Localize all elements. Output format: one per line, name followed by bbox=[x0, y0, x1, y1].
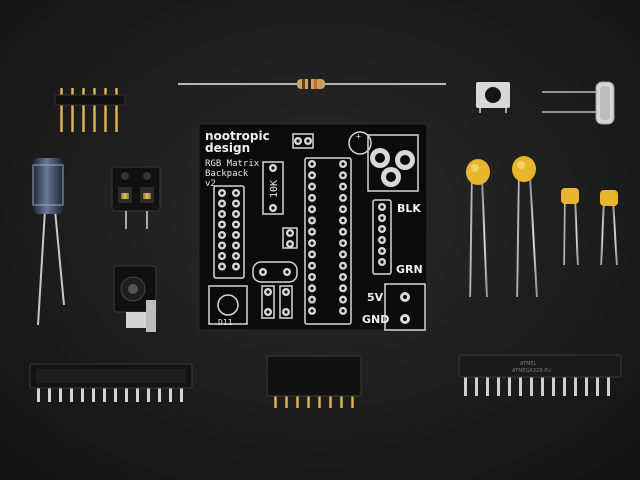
dc-barrel-jack bbox=[113, 265, 157, 332]
female-header-pin bbox=[329, 394, 332, 408]
chip-pin bbox=[519, 376, 522, 396]
socket-pin bbox=[59, 386, 62, 402]
label-blk: BLK bbox=[397, 202, 421, 215]
pcb-board: nootropic design RGB Matrix Backpack v2 … bbox=[198, 123, 428, 331]
chip-pin bbox=[552, 376, 555, 396]
header-pin bbox=[115, 88, 118, 132]
female-header-pin bbox=[340, 394, 343, 408]
push-button bbox=[476, 82, 510, 113]
header-pin bbox=[104, 88, 107, 132]
header-pin bbox=[71, 88, 74, 132]
socket-pin bbox=[92, 386, 95, 402]
socket-pin bbox=[70, 386, 73, 402]
chip-pin bbox=[541, 376, 544, 396]
female-header-pin bbox=[296, 394, 299, 408]
chip-pin bbox=[530, 376, 533, 396]
label-5v: 5V bbox=[367, 291, 384, 304]
crystal bbox=[542, 81, 615, 125]
resistor bbox=[178, 79, 446, 89]
screw-terminal bbox=[111, 166, 161, 229]
header-pins-6 bbox=[54, 88, 126, 132]
female-header-pin bbox=[274, 394, 277, 408]
socket-pin bbox=[158, 386, 161, 402]
socket-pin bbox=[81, 386, 84, 402]
female-header-pin bbox=[318, 394, 321, 408]
chip-pin bbox=[574, 376, 577, 396]
socket-pin bbox=[48, 386, 51, 402]
version-label: v2 bbox=[205, 179, 216, 189]
brand-line-2: design bbox=[205, 141, 250, 155]
socket-pin bbox=[169, 386, 172, 402]
socket-pin bbox=[136, 386, 139, 402]
ceramic-capacitor-round-1 bbox=[466, 159, 490, 298]
chip-pin bbox=[497, 376, 500, 396]
header-pin bbox=[93, 88, 96, 132]
ceramic-capacitor-round-2 bbox=[512, 156, 538, 298]
label-gnd: GND bbox=[362, 313, 389, 326]
chip-marking-1: ATMEL bbox=[520, 361, 537, 367]
brand-line-1: nootropic bbox=[205, 129, 270, 143]
female-header-pin bbox=[285, 394, 288, 408]
female-header-8 bbox=[266, 355, 362, 408]
label-grn: GRN bbox=[396, 263, 423, 276]
product-line-1: RGB Matrix bbox=[205, 159, 260, 169]
cap-plus-label: + bbox=[356, 132, 361, 141]
ic-socket-28 bbox=[29, 363, 193, 402]
chip-pin bbox=[508, 376, 511, 396]
socket-pin bbox=[114, 386, 117, 402]
atmega-chip: ATMEL ATMEGA328-PU bbox=[458, 354, 622, 396]
socket-pin bbox=[147, 386, 150, 402]
ceramic-capacitor-small-1 bbox=[561, 188, 579, 266]
socket-pin bbox=[180, 386, 183, 402]
header-pin bbox=[60, 88, 63, 132]
socket-pin bbox=[103, 386, 106, 402]
chip-pin bbox=[585, 376, 588, 396]
chip-pin bbox=[563, 376, 566, 396]
socket-pin bbox=[37, 386, 40, 402]
resistor-label: 10K bbox=[269, 180, 280, 198]
chip-pin bbox=[607, 376, 610, 396]
header-pin bbox=[82, 88, 85, 132]
chip-pin bbox=[464, 376, 467, 396]
electrolytic-capacitor bbox=[32, 158, 65, 326]
female-header-pin bbox=[351, 394, 354, 408]
chip-pin bbox=[475, 376, 478, 396]
product-line-2: Backpack bbox=[205, 169, 249, 179]
chip-marking-2: ATMEGA328-PU bbox=[512, 368, 551, 374]
chip-pin bbox=[596, 376, 599, 396]
socket-pin bbox=[125, 386, 128, 402]
led-label: D11 bbox=[218, 318, 233, 327]
ceramic-capacitor-small-2 bbox=[600, 190, 618, 266]
chip-pin bbox=[486, 376, 489, 396]
female-header-pin bbox=[307, 394, 310, 408]
